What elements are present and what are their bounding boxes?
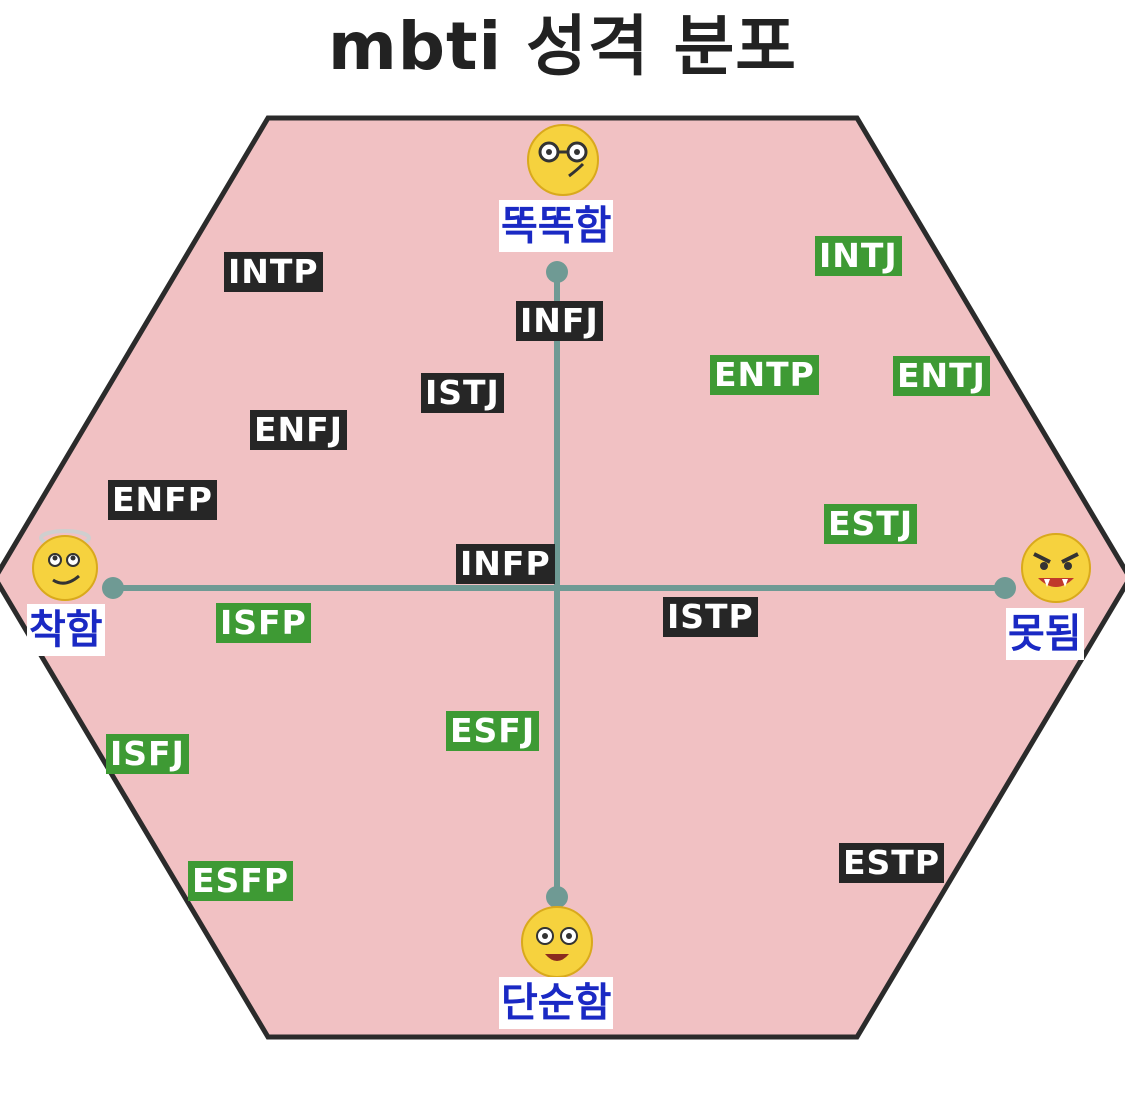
type-tag-infj: INFJ	[516, 301, 603, 341]
hexagon-background	[0, 115, 1125, 1040]
type-tag-enfj: ENFJ	[250, 410, 347, 450]
type-tag-enfp: ENFP	[108, 480, 217, 520]
axis-label-left: 착함	[27, 604, 105, 656]
nerd-face-icon	[527, 124, 599, 196]
axis-label-right: 못됨	[1006, 608, 1084, 660]
type-tag-intp: INTP	[224, 252, 323, 292]
type-tag-estj: ESTJ	[824, 504, 918, 544]
type-tag-esfj: ESFJ	[446, 711, 540, 751]
type-tag-istj: ISTJ	[421, 373, 504, 413]
page-title: mbti 성격 분포	[327, 8, 798, 85]
angel-face-icon	[32, 529, 98, 601]
type-tag-isfj: ISFJ	[106, 734, 189, 774]
axis-endpoint-top	[546, 261, 568, 283]
type-tag-entj: ENTJ	[893, 356, 990, 396]
axis-endpoint-bottom	[546, 886, 568, 908]
axis-label-top: 똑똑함	[499, 200, 614, 252]
type-tag-infp: INFP	[456, 544, 555, 584]
devil-face-icon	[1021, 533, 1091, 603]
type-tag-isfp: ISFP	[216, 603, 311, 643]
type-tag-istp: ISTP	[663, 597, 758, 637]
type-tag-entp: ENTP	[710, 355, 819, 395]
axis-endpoint-left	[102, 577, 124, 599]
type-tag-intj: INTJ	[815, 236, 902, 276]
silly-face-icon	[521, 906, 593, 978]
type-tag-estp: ESTP	[839, 843, 945, 883]
axis-endpoint-right	[994, 577, 1016, 599]
type-tag-esfp: ESFP	[188, 861, 294, 901]
axis-label-bottom: 단순함	[499, 977, 614, 1029]
